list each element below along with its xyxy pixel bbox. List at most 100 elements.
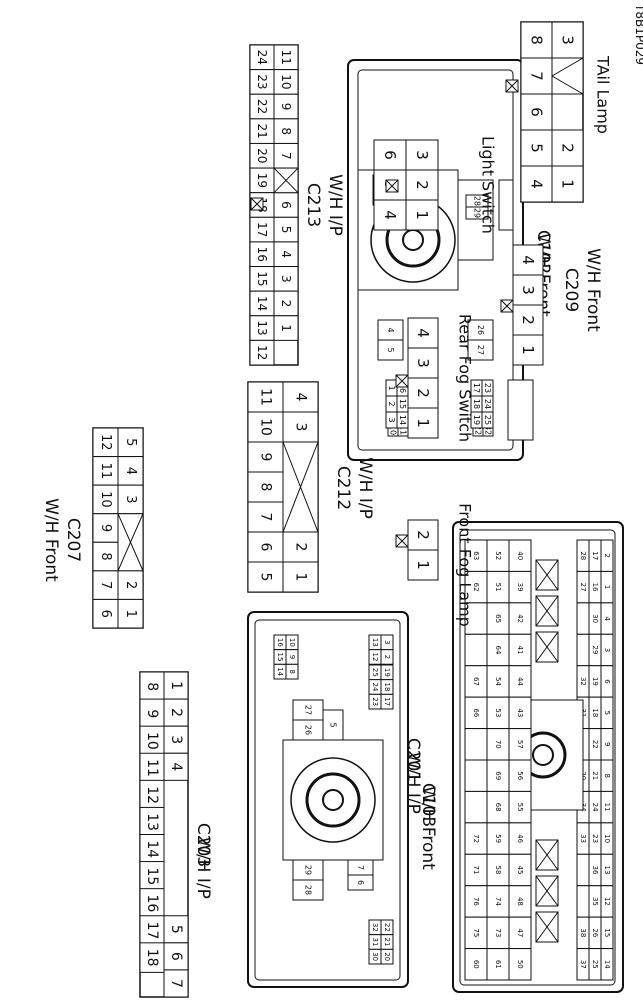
c203-pin: 9	[144, 709, 160, 718]
c201-pin: 11	[603, 803, 611, 812]
c102-pin-cell	[470, 411, 483, 429]
c207-pin: 4	[123, 467, 138, 475]
c201-pin: 5	[603, 711, 611, 715]
c103-pin: 8	[288, 669, 296, 673]
c103-pin: 26	[304, 725, 313, 735]
c103-pin-cell	[292, 879, 324, 901]
c213-pin: 23	[255, 74, 269, 89]
c213-blank-line	[273, 167, 299, 194]
c207-pin: 8	[98, 552, 113, 560]
c201-pin-cell	[576, 948, 590, 981]
c203-pin: 17	[144, 922, 160, 940]
c201-pin: 67	[472, 677, 480, 686]
c102-pin: 14	[398, 415, 407, 425]
c201-pin: 53	[494, 708, 502, 717]
c201-pin: 24	[591, 803, 599, 812]
light-switch-pin: 1	[413, 210, 431, 220]
c103-pin: 16	[276, 638, 284, 647]
c209-tab-line	[500, 299, 514, 313]
rear-fog-pin-cell	[407, 407, 439, 439]
tail-lamp-tab-line	[505, 79, 519, 93]
c213-pin: 24	[255, 50, 269, 65]
c201-blank-x-line	[535, 631, 559, 663]
c213-pin: 11	[279, 50, 293, 65]
c213-pin: 13	[255, 320, 269, 335]
c212-pin: 10	[258, 418, 274, 436]
c203-pin: 1	[168, 681, 184, 690]
rear-fog-pin: 1	[414, 418, 432, 428]
tail-lamp-name: TAil Lamp	[594, 55, 613, 134]
c102-pin: 27	[476, 345, 485, 355]
c201-pin: 37	[579, 960, 587, 969]
c103-pin: 23	[371, 697, 379, 706]
c102-pin: 28	[473, 196, 482, 206]
rear-fog-pin: 4	[414, 328, 432, 338]
c201-pin: 46	[516, 834, 524, 843]
c201-pin: 33	[579, 834, 587, 843]
c201-boss-core	[532, 744, 554, 766]
c103-pin: 27	[304, 705, 313, 715]
c201-pin: 65	[494, 614, 502, 623]
c203-pin: 4	[168, 762, 184, 771]
c203-pin: 10	[144, 732, 160, 750]
c201-pin: 66	[472, 708, 480, 717]
c201-pin: 48	[516, 897, 524, 906]
light-switch-tab-line	[385, 179, 399, 193]
c103-boss-core	[322, 789, 344, 811]
c203-pin: 13	[144, 813, 160, 831]
c201-pin: 13	[603, 866, 611, 875]
c103-pin: 9	[288, 655, 296, 659]
c201-pin: 26	[591, 928, 599, 937]
c213-pin: 3	[279, 275, 293, 283]
c203-pin: 7	[168, 979, 184, 988]
c201-pin: 56	[516, 771, 524, 780]
c213-pin: 16	[255, 247, 269, 262]
c103-pin: 25	[371, 668, 379, 677]
c201-pin: 22	[591, 740, 599, 749]
c102-pin-cell	[467, 339, 494, 361]
c207-pin: 10	[98, 491, 113, 508]
c201-pin: 62	[472, 583, 480, 592]
c102-pin: 32	[484, 425, 493, 435]
tail-lamp-pin: 4	[528, 179, 546, 189]
c207-desc: W/H Front	[41, 498, 61, 582]
c207-pin: 9	[98, 524, 113, 532]
c102-pin-cell	[377, 339, 404, 361]
c102-pin: 24	[483, 399, 492, 409]
c203-pin-cell	[139, 942, 165, 973]
c103-pin: 20	[383, 952, 391, 961]
c201-pin: 18	[591, 708, 599, 717]
c201-pin: 4	[603, 616, 611, 621]
c103-pin: 28	[304, 885, 313, 895]
c213-pin: 8	[279, 127, 293, 135]
c201-pin: 58	[494, 866, 502, 875]
c103-pin: 13	[371, 638, 379, 647]
c209-pin: 3	[519, 285, 537, 295]
c203-pin: 8	[144, 682, 160, 691]
rear-fog-name: Rear Fog Switch	[456, 314, 475, 442]
c209-pin-cell	[512, 334, 544, 366]
rear-fog-tab-line	[395, 374, 409, 388]
c213-pin: 19	[255, 173, 269, 188]
c201-pin: 74	[494, 897, 502, 906]
c201-blank	[576, 602, 590, 635]
tail-lamp-pin: 6	[528, 107, 546, 117]
c212-pin: 8	[258, 483, 274, 492]
c103-desc: W/H Front	[418, 786, 438, 870]
c102-pin: 11	[399, 425, 408, 435]
c201-pin: 52	[494, 551, 502, 560]
front-fog-pin: 2	[414, 530, 432, 540]
c201-pin: 2	[603, 553, 611, 557]
c102-slot	[507, 379, 534, 441]
c213-pin: 1	[279, 324, 293, 332]
c201-blank	[464, 790, 488, 824]
c201-pin: 70	[494, 740, 502, 749]
c103-pin: 15	[276, 653, 284, 662]
c201-pin: 30	[591, 614, 599, 623]
c103-pin: 31	[371, 938, 379, 947]
c201-blank	[464, 759, 488, 792]
c212-pin: 6	[258, 543, 274, 552]
c201-blank-x-line	[535, 875, 559, 907]
c213-pin: 10	[279, 74, 293, 89]
